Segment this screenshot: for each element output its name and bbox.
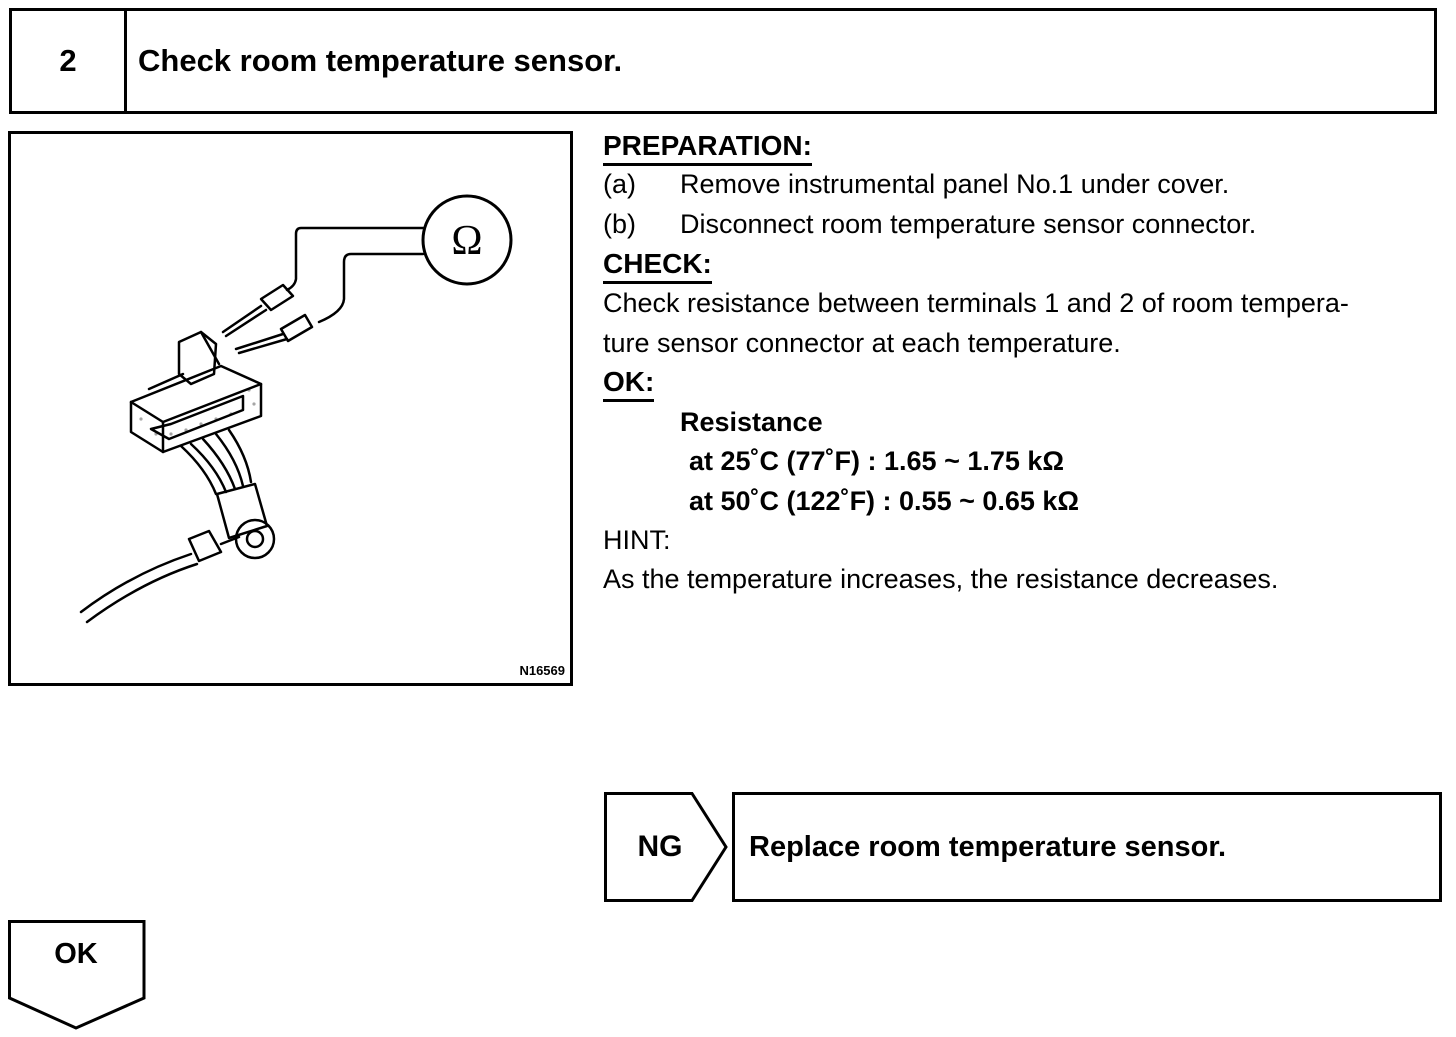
ok-label: OK xyxy=(54,938,98,970)
step-title: Check room temperature sensor. xyxy=(138,43,623,78)
ok-heading: OK: xyxy=(603,366,655,402)
hint-heading: HINT: xyxy=(603,525,671,555)
resistance-spec-25c: at 25˚C (77˚F) : 1.65 ~ 1.75 kΩ xyxy=(689,446,1065,476)
check-line-2: ture sensor connector at each temperatur… xyxy=(603,328,1121,358)
ng-action-box: Replace room temperature sensor. xyxy=(732,792,1442,902)
preparation-heading: PREPARATION: xyxy=(603,130,812,166)
resistance-spec-50c: at 50˚C (122˚F) : 0.55 ~ 0.65 kΩ xyxy=(689,486,1080,516)
step-header: 2 Check room temperature sensor. xyxy=(9,8,1437,114)
ng-label: NG xyxy=(637,830,683,863)
resistance-title: Resistance xyxy=(680,407,823,437)
hint-text: As the temperature increases, the resist… xyxy=(603,564,1279,594)
sensor-illustration: Ω N16569 xyxy=(8,131,573,686)
check-line-1: Check resistance between terminals 1 and… xyxy=(603,288,1349,318)
ng-branch-marker: NG xyxy=(604,792,730,902)
figure-code: N16569 xyxy=(519,663,565,678)
check-heading: CHECK: xyxy=(603,248,712,284)
ohmmeter-icon xyxy=(421,194,513,286)
ok-branch-marker: OK xyxy=(8,920,148,1032)
preparation-item-a: (a)Remove instrumental panel No.1 under … xyxy=(603,169,1230,199)
ohmmeter-connector-drawing: Ω xyxy=(79,194,513,624)
ng-arrow-icon xyxy=(604,792,728,902)
ok-arrow-down-icon xyxy=(8,920,146,1030)
ohm-symbol: Ω xyxy=(451,218,482,264)
preparation-item-b: (b)Disconnect room temperature sensor co… xyxy=(603,209,1257,239)
step-number: 2 xyxy=(12,11,127,111)
